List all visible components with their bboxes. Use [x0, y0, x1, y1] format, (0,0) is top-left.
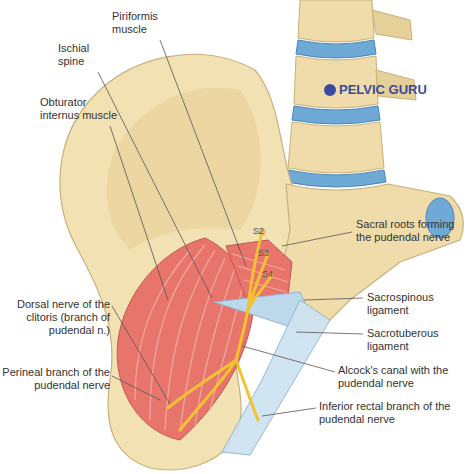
logo-icon: [324, 84, 336, 96]
part-label: Obturator internus muscle: [40, 96, 120, 122]
obturator-internus: [117, 238, 254, 440]
leader-lines: [98, 40, 363, 416]
sacral-root-number: S4: [262, 269, 282, 280]
part-label: Perineal branch of the pudendal nerve: [2, 366, 110, 392]
part-label: Alcock's canal with the pudendal nerve: [338, 364, 470, 390]
part-label: Sacrospinous ligament: [367, 291, 467, 317]
part-label: Sacrotuberous ligament: [367, 327, 467, 353]
pudendal-nerve: [168, 232, 272, 430]
sacral-root-number: S3: [258, 248, 278, 259]
watermark: PELVIC GURU: [339, 82, 459, 97]
part-label: Sacral roots forming the pudendal nerve: [356, 218, 472, 244]
part-label: Inferior rectal branch of the pudendal n…: [319, 400, 469, 426]
sacrotuberous-ligament: [222, 300, 330, 455]
part-label: Ischial spine: [58, 42, 108, 68]
part-label: Dorsal nerve of the clitoris (branch of …: [2, 298, 110, 337]
part-label: Piriformis muscle: [112, 10, 182, 36]
sacral-root-number: S2: [253, 226, 273, 237]
